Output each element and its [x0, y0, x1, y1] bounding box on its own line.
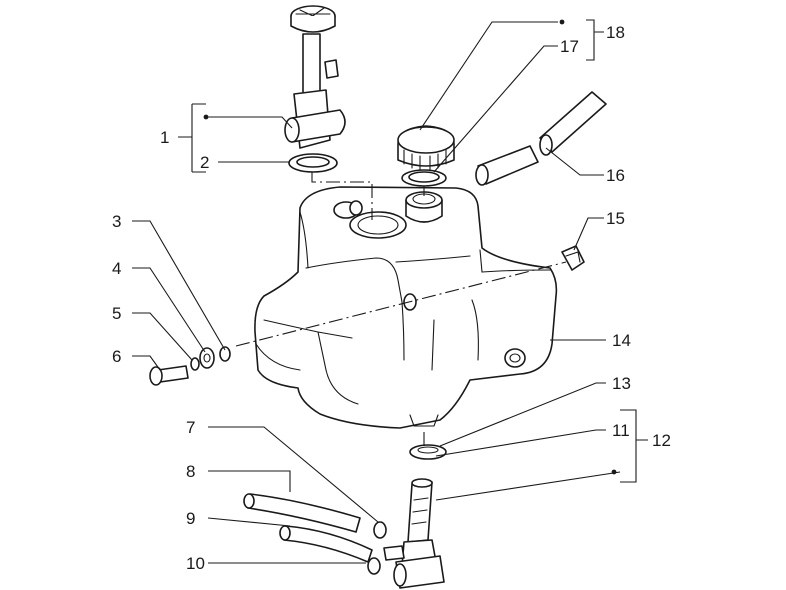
- callout-3: 3: [112, 212, 121, 231]
- callout-5: 5: [112, 304, 121, 323]
- callout-6: 6: [112, 347, 121, 366]
- callout-13: 13: [612, 374, 631, 393]
- fuel-tap: [383, 478, 445, 589]
- fuel-tank: [254, 186, 558, 429]
- callout-7: 7: [186, 418, 195, 437]
- leader-dots: [203, 19, 617, 475]
- callout-18: 18: [606, 23, 625, 42]
- callout-12: 12: [652, 431, 671, 450]
- callout-10: 10: [186, 554, 205, 573]
- callout-2: 2: [200, 153, 209, 172]
- callout-4: 4: [112, 259, 121, 278]
- callout-17: 17: [560, 37, 579, 56]
- breather-pipe: [475, 91, 607, 186]
- bolt-assembly: [149, 346, 231, 386]
- callout-8: 8: [186, 462, 195, 481]
- leader-lines: [132, 19, 648, 564]
- clip-15: [561, 245, 585, 271]
- callout-15: 15: [606, 209, 625, 228]
- tap-seal-11: [409, 444, 447, 460]
- callout-1: 1: [160, 128, 169, 147]
- callout-16: 16: [606, 166, 625, 185]
- callout-9: 9: [186, 509, 195, 528]
- callout-11: 11: [612, 421, 630, 440]
- cap-gasket-17: [401, 169, 447, 187]
- assembly-centre-lines: [235, 172, 567, 446]
- callout-14: 14: [612, 331, 631, 350]
- gasket-ring-2: [288, 153, 338, 173]
- fuel-gauge-sender: [284, 5, 346, 149]
- fuel-cap: [397, 125, 455, 171]
- fuel-pipes: [243, 493, 387, 575]
